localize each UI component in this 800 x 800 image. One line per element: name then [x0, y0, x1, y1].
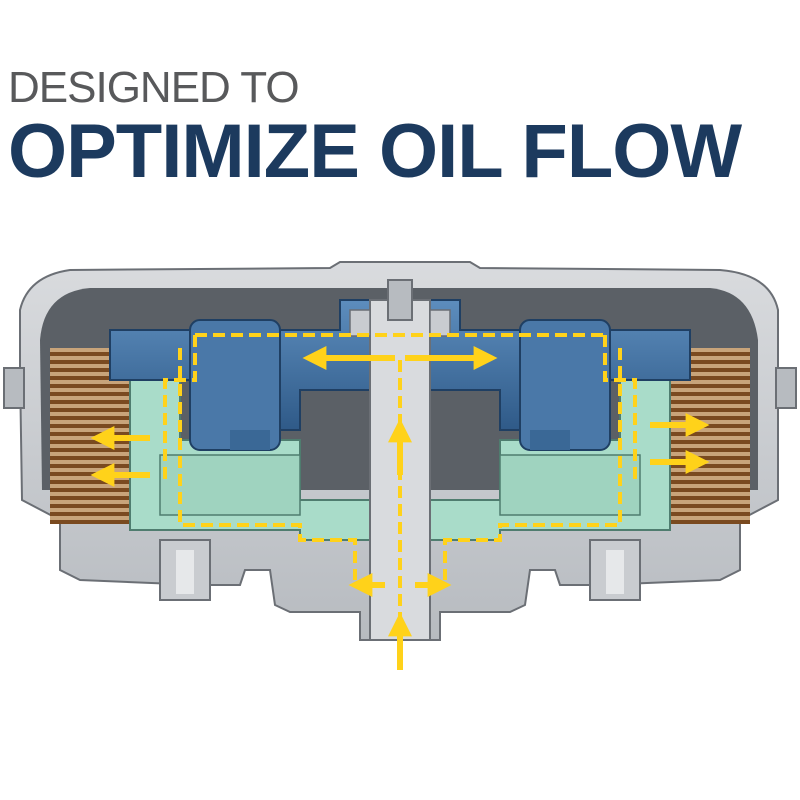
oil-filter-cutaway-diagram — [3, 261, 797, 670]
flow-arrows — [90, 346, 710, 670]
headline-line-2: OPTIMIZE OIL FLOW — [8, 109, 742, 194]
headline: DESIGNED TO OPTIMIZE OIL FLOW — [8, 63, 742, 194]
oil-flow-path — [163, 333, 637, 640]
headline-line-1: DESIGNED TO — [8, 63, 300, 112]
mounting-posts — [159, 539, 641, 601]
